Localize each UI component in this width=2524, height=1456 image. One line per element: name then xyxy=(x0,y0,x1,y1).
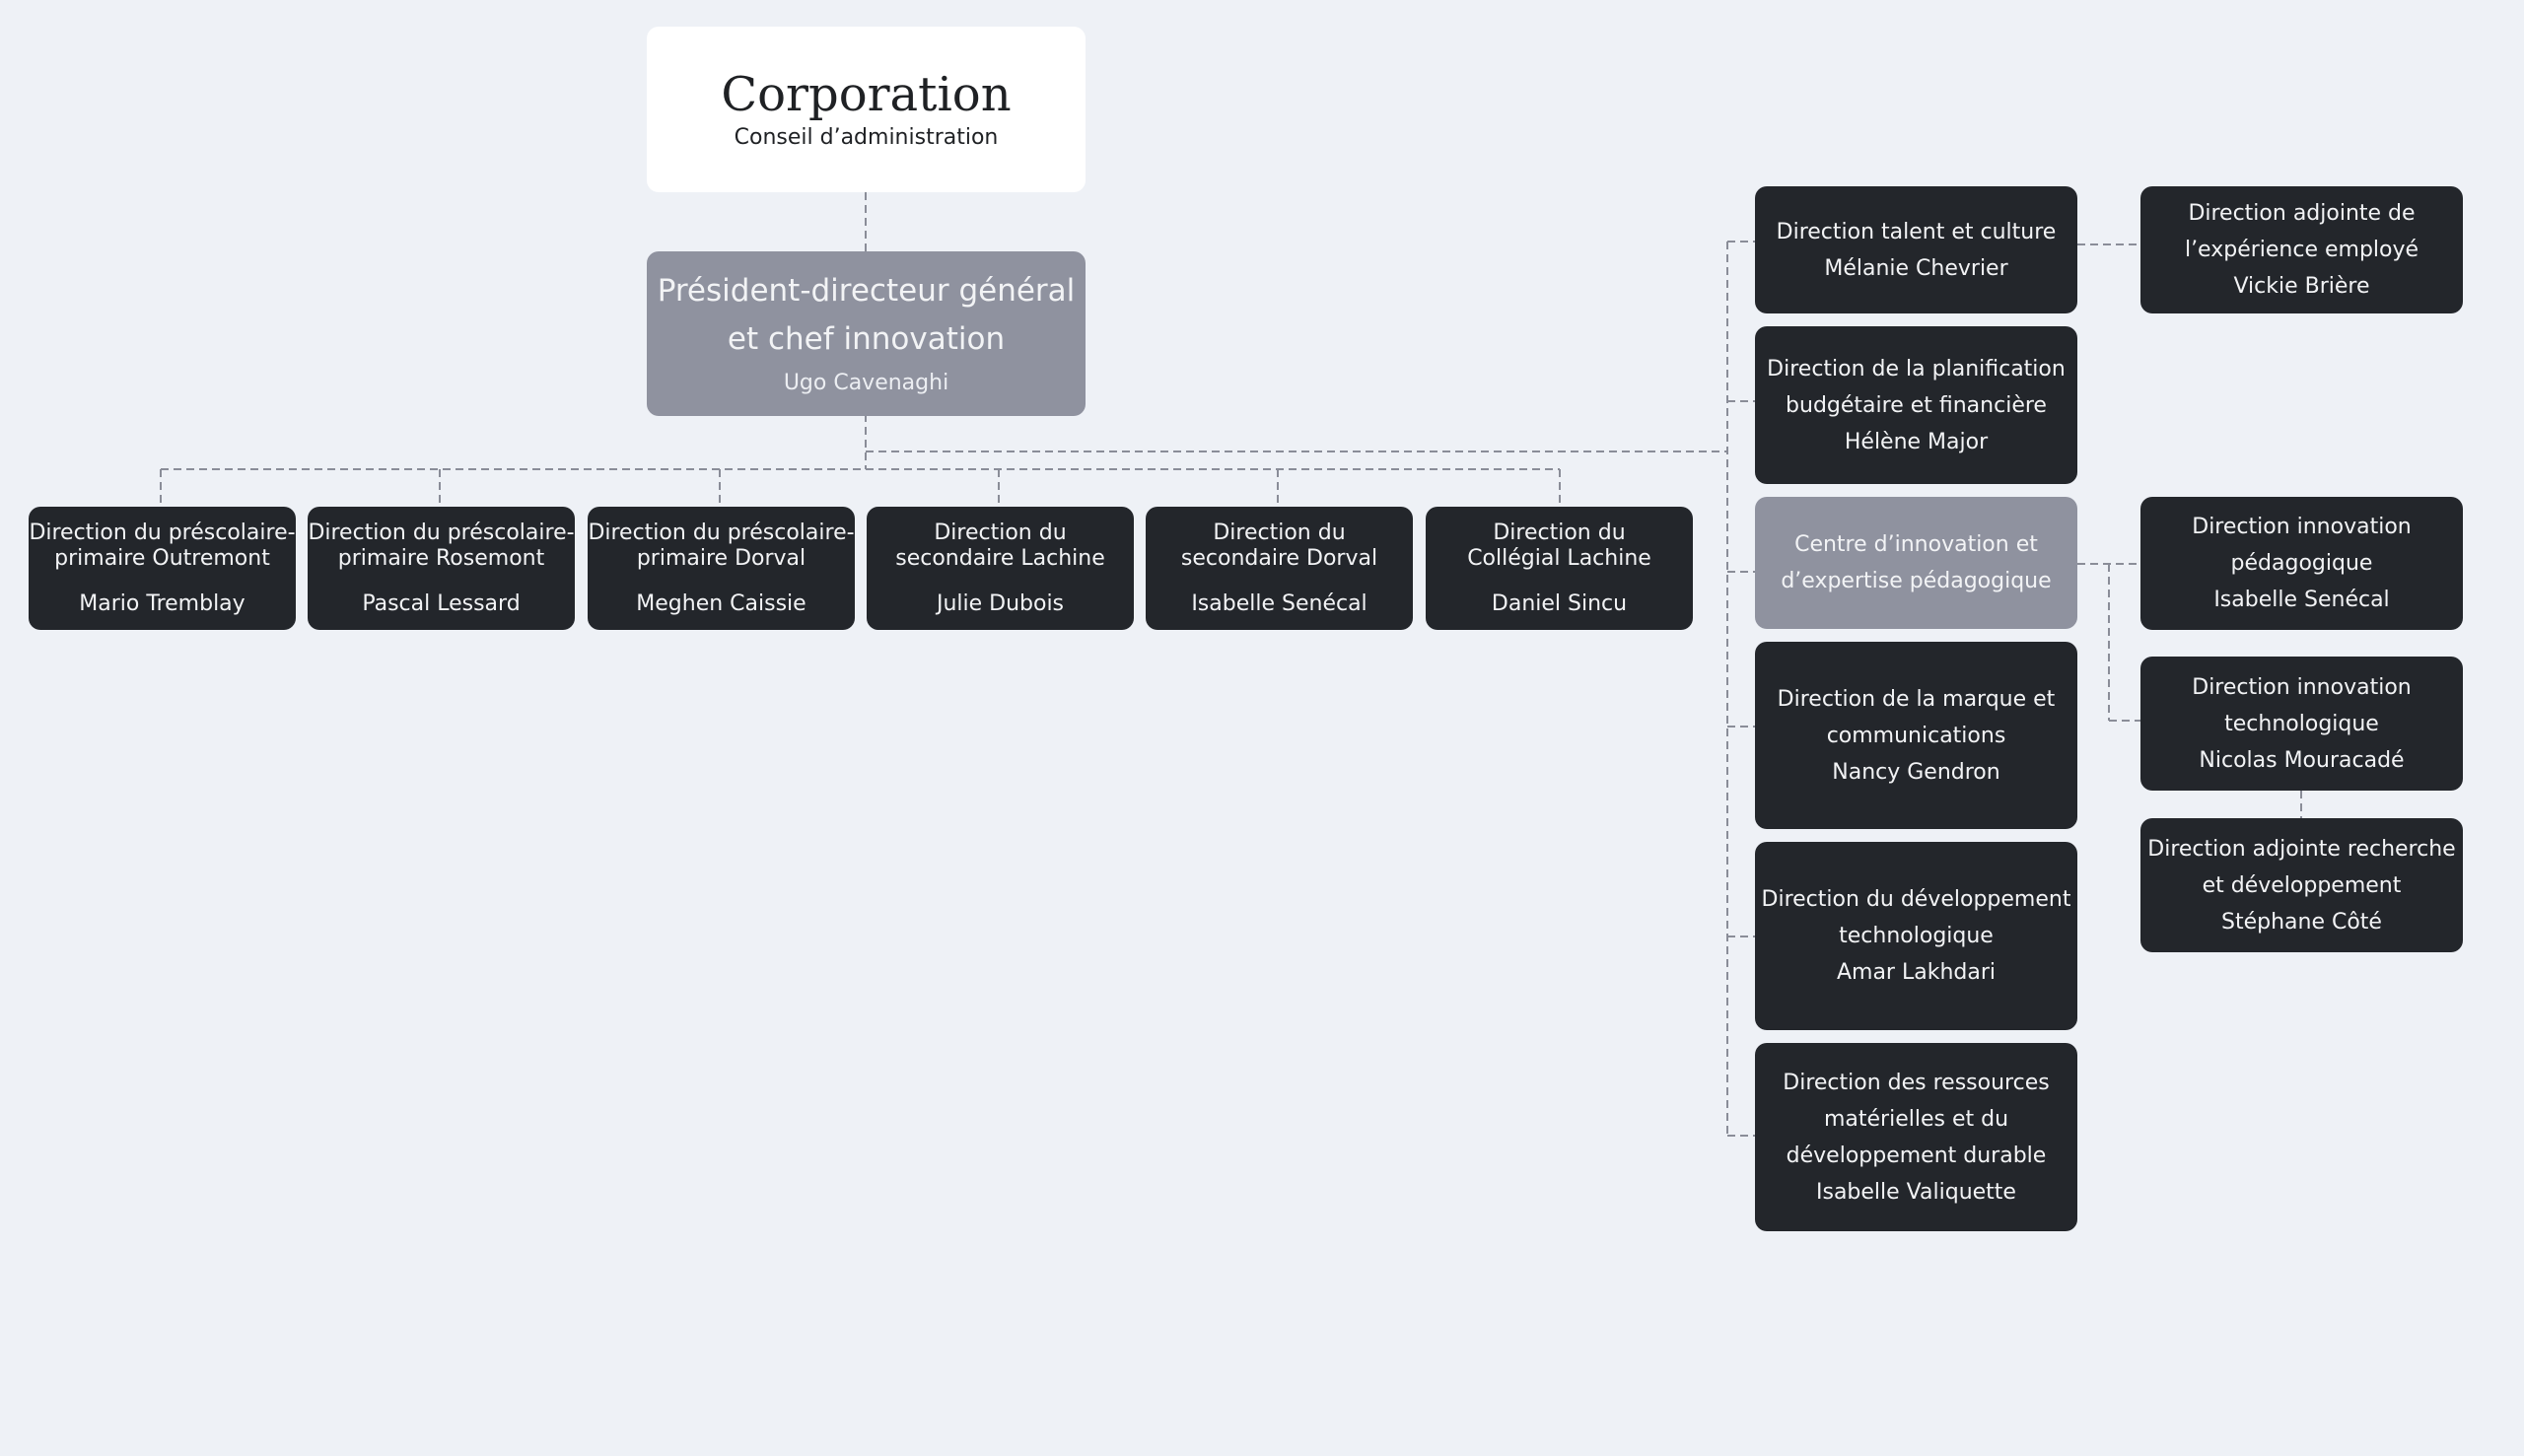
node-text: Direction des ressources matérielles et … xyxy=(1783,1070,2050,1205)
node-title: Direction du préscolaire- primaire Outre… xyxy=(29,520,296,571)
node-primaire-dorval[interactable]: Direction du préscolaire- primaire Dorva… xyxy=(588,507,855,630)
node-title: Direction du préscolaire- primaire Dorva… xyxy=(588,520,855,571)
node-rosemont[interactable]: Direction du préscolaire- primaire Rosem… xyxy=(308,507,575,630)
node-text: Direction adjointe de l’expérience emplo… xyxy=(2184,201,2419,299)
node-innovation-technologique[interactable]: Direction innovation technologique Nicol… xyxy=(2140,657,2463,791)
ceo-title: Président-directeur général et chef inno… xyxy=(657,272,1076,357)
node-marque-communications[interactable]: Direction de la marque et communications… xyxy=(1755,642,2077,829)
node-text: Direction du développement technologique… xyxy=(1761,887,2071,985)
node-title: Direction du secondaire Lachine xyxy=(895,520,1105,571)
node-ressources-materielles[interactable]: Direction des ressources matérielles et … xyxy=(1755,1043,2077,1231)
node-text: Centre d’innovation et d’expertise pédag… xyxy=(1781,532,2052,593)
node-developpement-technologique[interactable]: Direction du développement technologique… xyxy=(1755,842,2077,1030)
node-person: Daniel Sincu xyxy=(1491,590,1628,616)
node-secondaire-lachine[interactable]: Direction du secondaire Lachine Julie Du… xyxy=(867,507,1134,630)
node-text: Direction innovation technologique Nicol… xyxy=(2192,674,2412,773)
ceo-name: Ugo Cavenaghi xyxy=(783,370,949,395)
node-person: Mario Tremblay xyxy=(79,590,245,616)
node-title: Direction du préscolaire- primaire Rosem… xyxy=(308,520,575,571)
node-text: Direction innovation pédagogique Isabell… xyxy=(2192,515,2412,612)
corporation-node[interactable]: Corporation Conseil d’administration xyxy=(647,27,1086,192)
node-collegial-lachine[interactable]: Direction du Collégial Lachine Daniel Si… xyxy=(1426,507,1693,630)
corporation-subtitle: Conseil d’administration xyxy=(734,125,999,150)
node-planification[interactable]: Direction de la planification budgétaire… xyxy=(1755,326,2077,484)
node-experience-employe[interactable]: Direction adjointe de l’expérience emplo… xyxy=(2140,186,2463,313)
node-talent-culture[interactable]: Direction talent et culture Mélanie Chev… xyxy=(1755,186,2077,313)
node-title: Direction du secondaire Dorval xyxy=(1180,520,1378,571)
node-innovation-pedagogique[interactable]: Direction innovation pédagogique Isabell… xyxy=(2140,497,2463,630)
node-recherche-developpement[interactable]: Direction adjointe recherche et développ… xyxy=(2140,818,2463,952)
ceo-node[interactable]: Président-directeur général et chef inno… xyxy=(647,251,1086,416)
node-secondaire-dorval[interactable]: Direction du secondaire Dorval Isabelle … xyxy=(1146,507,1413,630)
node-centre-innovation[interactable]: Centre d’innovation et d’expertise pédag… xyxy=(1755,497,2077,629)
node-title: Direction du Collégial Lachine xyxy=(1467,520,1651,571)
node-text: Direction de la planification budgétaire… xyxy=(1767,356,2066,454)
node-text: Direction talent et culture Mélanie Chev… xyxy=(1776,219,2057,281)
node-outremont[interactable]: Direction du préscolaire- primaire Outre… xyxy=(29,507,296,630)
corporation-title: Corporation xyxy=(721,67,1012,122)
node-text: Direction adjointe recherche et développ… xyxy=(2147,836,2456,935)
node-person: Julie Dubois xyxy=(936,590,1065,616)
node-person: Isabelle Senécal xyxy=(1191,590,1367,616)
node-text: Direction de la marque et communications… xyxy=(1777,686,2056,785)
node-person: Pascal Lessard xyxy=(362,590,521,616)
node-person: Meghen Caissie xyxy=(636,590,806,616)
